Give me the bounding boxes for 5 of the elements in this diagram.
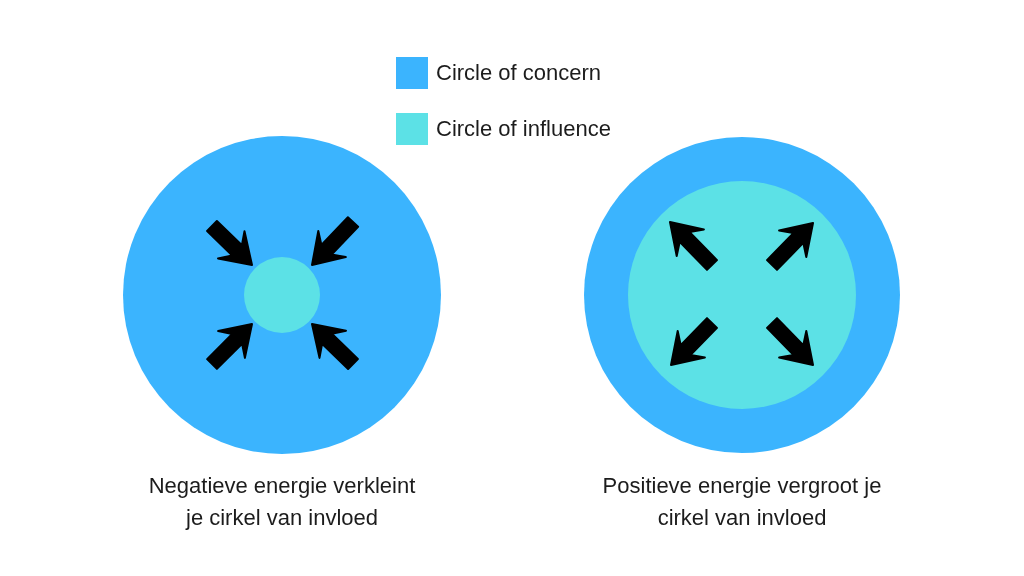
inner-circle [244,257,320,333]
legend-label: Circle of influence [436,115,611,143]
node-label: Positieve energie vergroot je cirkel van invloed [601,472,883,532]
legend-label: Circle of concern [436,59,602,87]
node-label: Negatieve energie verkleint je cirkel van invloed [147,472,417,532]
